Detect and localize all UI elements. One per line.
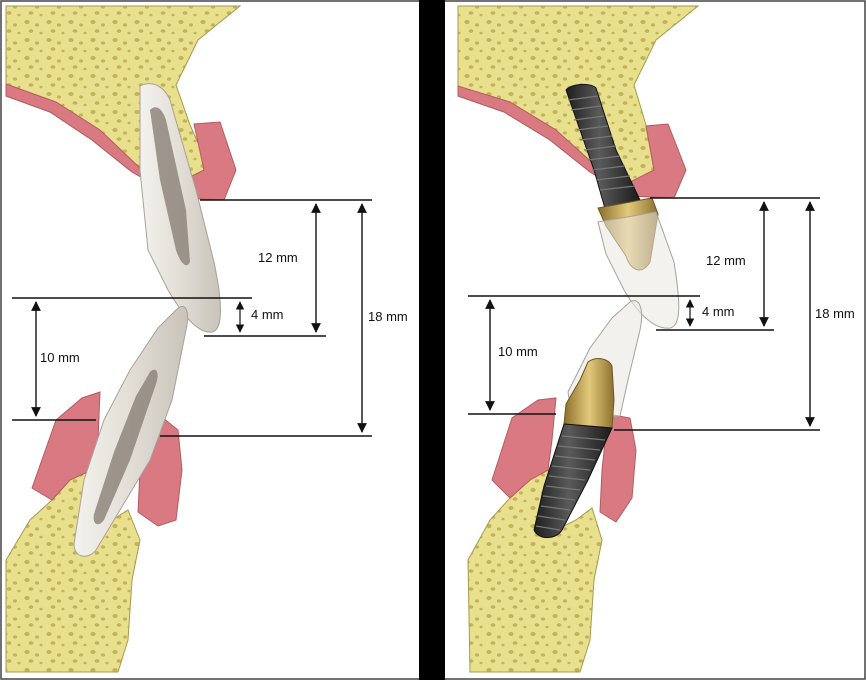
right-panel: 12 mm 4 mm 10 mm 18 mm bbox=[457, 5, 855, 673]
right-lower-gum bbox=[491, 397, 637, 523]
right-label-4mm: 4 mm bbox=[702, 304, 735, 319]
right-label-10mm: 10 mm bbox=[498, 344, 538, 359]
left-lower-pulp bbox=[93, 369, 158, 525]
right-upper-implant-threads bbox=[567, 95, 636, 191]
right-label-12mm: 12 mm bbox=[706, 253, 746, 268]
right-lower-implant-threads bbox=[535, 435, 606, 531]
right-lower-abutment bbox=[563, 358, 615, 429]
right-lower-bone bbox=[467, 469, 603, 673]
left-label-4mm: 4 mm bbox=[251, 307, 284, 322]
left-label-10mm: 10 mm bbox=[40, 350, 80, 365]
left-upper-pulp bbox=[150, 107, 190, 266]
left-label-12mm: 12 mm bbox=[258, 250, 298, 265]
right-lower-implant bbox=[533, 423, 613, 538]
right-upper-crown bbox=[597, 211, 680, 329]
right-label-18mm: 18 mm bbox=[815, 306, 855, 321]
panel-divider bbox=[419, 0, 445, 680]
left-label-18mm: 18 mm bbox=[368, 309, 408, 324]
left-panel: 12 mm 4 mm 10 mm 18 mm bbox=[5, 5, 408, 673]
left-upper-gum bbox=[5, 83, 237, 201]
right-upper-gum bbox=[457, 85, 687, 199]
